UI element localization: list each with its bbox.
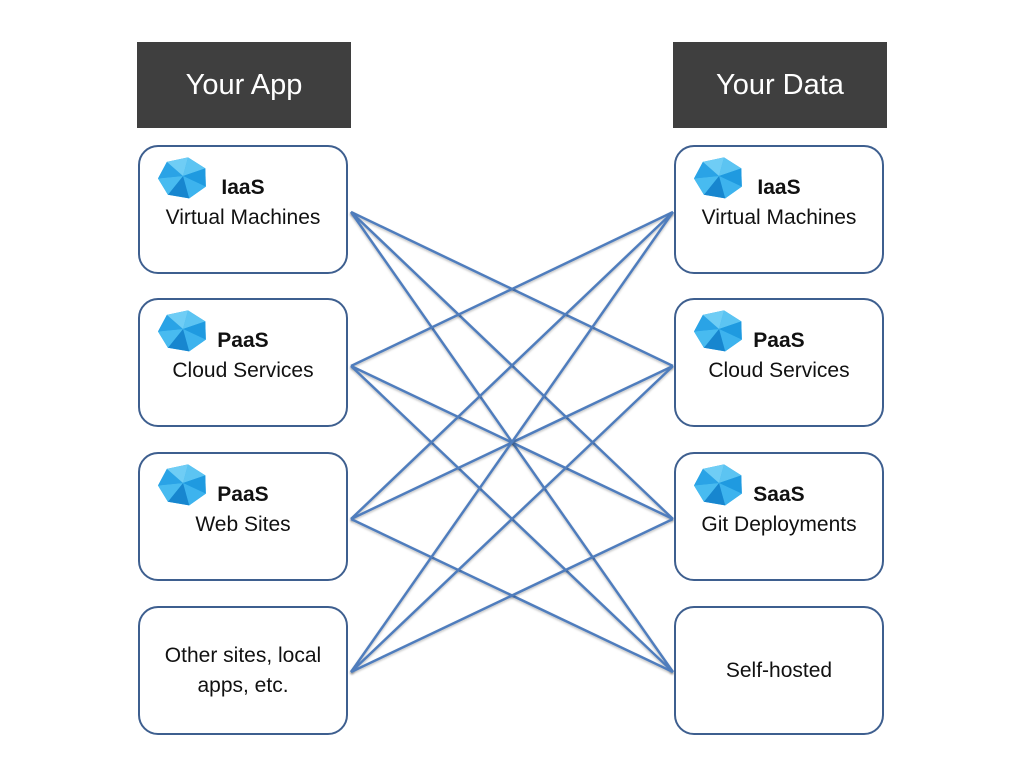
node-text: PaaS Cloud Services [172, 326, 313, 386]
node-tier: PaaS [217, 328, 269, 352]
node-label: Self-hosted [725, 658, 833, 682]
link-app3-data1 [350, 365, 674, 673]
node-tier: IaaS [757, 175, 801, 199]
node-tier: SaaS [753, 482, 805, 506]
node-label: Cloud Services [708, 358, 850, 382]
azure-polygon-icon [692, 462, 746, 508]
node-tier: IaaS [221, 175, 265, 199]
node-label: Git Deployments [701, 512, 857, 536]
node-text: SaaS Git Deployments [701, 480, 856, 540]
azure-polygon-icon [692, 308, 746, 354]
app-node-3: Other sites, local apps, etc. [138, 606, 348, 735]
data-node-0: IaaS Virtual Machines [674, 145, 884, 274]
node-label: Virtual Machines [165, 205, 321, 229]
node-label: Web Sites [195, 512, 291, 536]
data-node-2: SaaS Git Deployments [674, 452, 884, 581]
node-text: PaaS Web Sites [195, 480, 290, 540]
azure-polygon-icon [156, 155, 210, 201]
header-your-data: Your Data [673, 42, 887, 128]
node-label: Virtual Machines [701, 205, 857, 229]
link-app1-data0 [350, 210, 674, 368]
node-text: PaaS Cloud Services [708, 326, 849, 386]
data-node-1: PaaS Cloud Services [674, 298, 884, 427]
header-your-app: Your App [137, 42, 351, 128]
link-app3-data2 [350, 517, 674, 674]
node-label: Other sites, local apps, etc. [164, 643, 322, 697]
azure-polygon-icon [156, 462, 210, 508]
node-text: IaaS Virtual Machines [702, 173, 857, 233]
app-node-2: PaaS Web Sites [138, 452, 348, 581]
node-label: Cloud Services [172, 358, 314, 382]
node-text: IaaS Virtual Machines [166, 173, 321, 233]
azure-polygon-icon [692, 155, 746, 201]
link-app3-data0 [349, 211, 675, 673]
data-node-3: Self-hosted [674, 606, 884, 735]
link-app2-data0 [350, 211, 674, 520]
app-node-0: IaaS Virtual Machines [138, 145, 348, 274]
node-tier: PaaS [753, 328, 805, 352]
app-node-1: PaaS Cloud Services [138, 298, 348, 427]
azure-polygon-icon [156, 308, 210, 354]
node-tier: PaaS [217, 482, 269, 506]
node-text: Self-hosted [689, 656, 869, 686]
node-text: Other sites, local apps, etc. [153, 641, 333, 701]
